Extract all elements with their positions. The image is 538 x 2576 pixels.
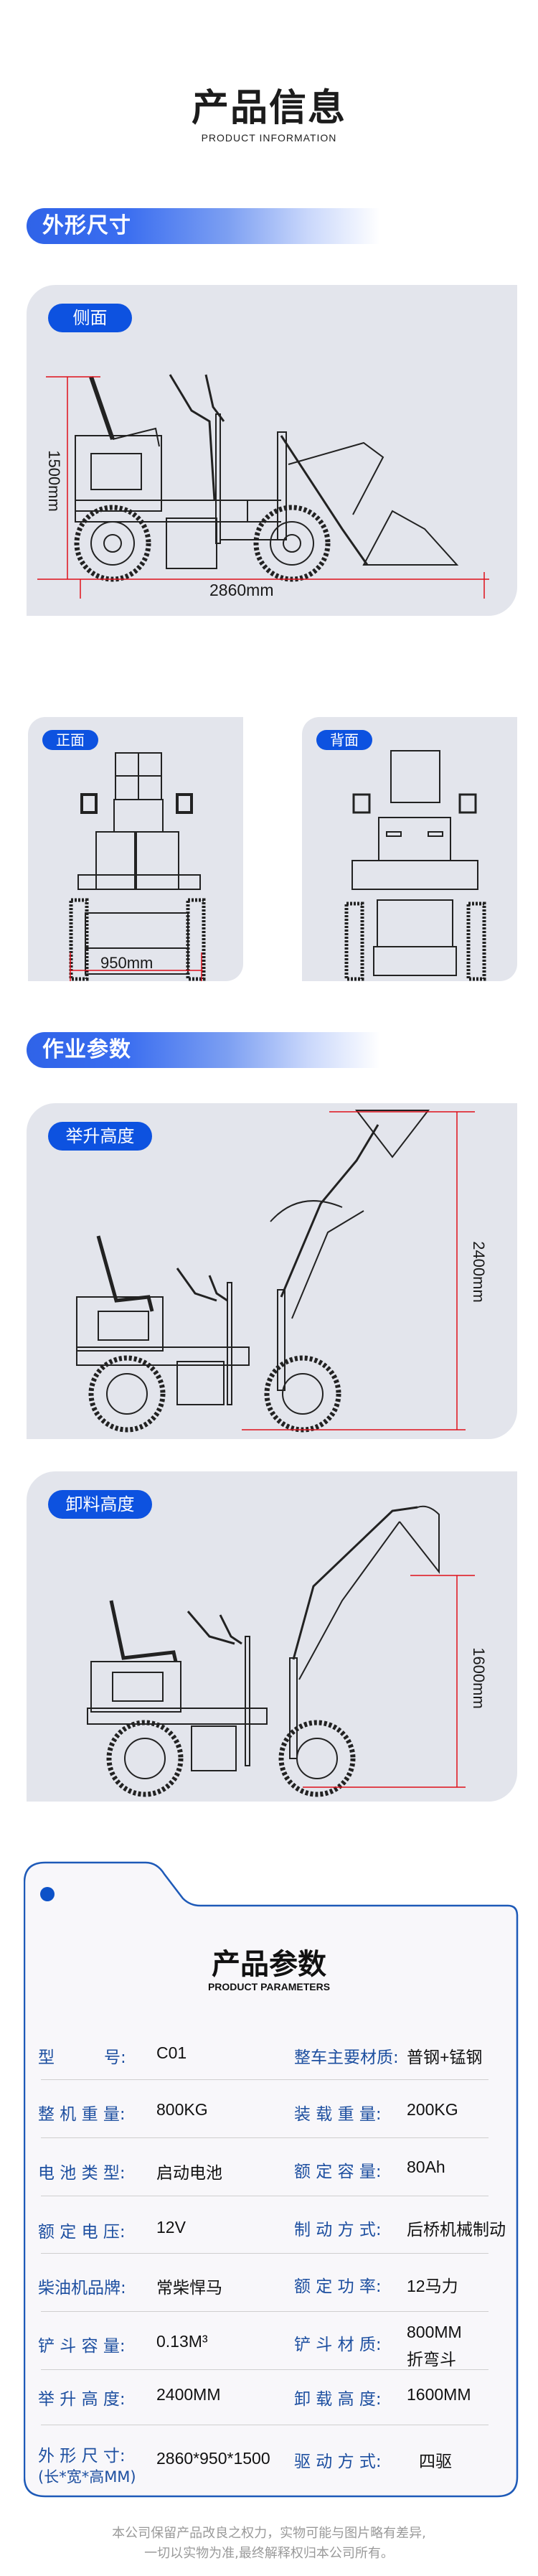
front-view-badge: 正面 xyxy=(42,730,98,750)
param-value-material: 普钢+锰钢 xyxy=(407,2048,483,2066)
back-view-badge: 背面 xyxy=(316,730,372,750)
loader-back-illustration xyxy=(344,750,486,981)
loader-lift-illustration xyxy=(76,1110,475,1433)
back-view-card: 背面 xyxy=(302,717,517,981)
page-subtitle: PRODUCT INFORMATION xyxy=(201,132,337,144)
param-label-bucket-material: 铲 斗 材 质: xyxy=(294,2336,382,2354)
section-header-dimensions: 外形尺寸 xyxy=(27,208,428,244)
parameters-subtitle: PRODUCT PARAMETERS xyxy=(207,1981,331,1992)
section-title: 作业参数 xyxy=(42,1037,131,1062)
param-label-dimensions-unit: (长*宽*高MM) xyxy=(38,2468,136,2486)
section-title: 外形尺寸 xyxy=(42,213,131,238)
row-divider xyxy=(41,2253,489,2254)
param-label-capacity: 额 定 容 量: xyxy=(294,2163,382,2181)
param-label-material: 整车主要材质: xyxy=(294,2048,399,2067)
param-label-brake: 制 动 方 式: xyxy=(294,2221,382,2239)
param-value-model: C01 xyxy=(156,2043,187,2062)
param-label-weight: 整 机 重 量: xyxy=(38,2105,126,2124)
param-label-engine: 柴油机品牌: xyxy=(38,2279,126,2298)
param-value-dimensions: 2860*950*1500 xyxy=(156,2449,270,2468)
param-label-voltage: 额 定 电 压: xyxy=(38,2223,126,2242)
param-label-model: 型 号: xyxy=(38,2048,126,2067)
disclaimer-line-1: 本公司保留产品改良之权力，实物可能与图片略有差异, xyxy=(112,2526,426,2541)
row-divider xyxy=(41,2311,489,2312)
param-label-power: 额 定 功 率: xyxy=(294,2277,382,2296)
height-dimension-label: 1500mm xyxy=(45,450,63,512)
side-view-badge: 侧面 xyxy=(48,304,132,332)
width-dimension-label: 950mm xyxy=(100,954,154,972)
length-dimension-label: 2860mm xyxy=(209,581,274,599)
loader-front-illustration xyxy=(69,752,206,981)
side-view-card: 侧面 xyxy=(27,285,517,616)
disclaimer-line-2: 一切以实物为准,最终解释权归本公司所有。 xyxy=(144,2546,394,2561)
parameters-card xyxy=(24,1861,519,2498)
lift-height-label: 2400mm xyxy=(470,1241,488,1303)
front-view-card: 正面 950mm xyxy=(28,717,243,981)
param-label-lift-height: 举 升 高 度: xyxy=(38,2390,126,2409)
param-label-dump-height: 卸 载 高 度: xyxy=(294,2390,382,2409)
loader-dump-illustration xyxy=(87,1505,475,1797)
param-value-weight: 800KG xyxy=(156,2100,208,2119)
param-label-drive: 驱 动 方 式: xyxy=(294,2453,382,2471)
parameters-title: 产品参数 xyxy=(212,1948,326,1981)
param-value-power: 12马力 xyxy=(407,2277,458,2295)
param-value-dump-height: 1600MM xyxy=(407,2385,471,2404)
param-value-bucket-material-line2: 折弯斗 xyxy=(407,2350,456,2369)
param-label-dimensions: 外 形 尺 寸: xyxy=(38,2447,126,2465)
page-title: 产品信息 xyxy=(191,87,346,130)
decorative-dot xyxy=(40,1887,55,1901)
param-value-capacity: 80Ah xyxy=(407,2158,445,2176)
parameters-card-frame xyxy=(24,1861,519,2498)
row-divider xyxy=(41,2137,489,2138)
param-value-load: 200KG xyxy=(407,2100,458,2119)
dump-height-badge: 卸料高度 xyxy=(48,1490,152,1519)
dump-height-label: 1600mm xyxy=(470,1647,488,1709)
param-value-brake: 后桥机械制动 xyxy=(407,2220,506,2239)
row-divider xyxy=(41,2369,489,2370)
param-value-bucket-capacity: 0.13M³ xyxy=(156,2332,208,2351)
param-value-lift-height: 2400MM xyxy=(156,2385,221,2404)
lift-height-badge: 举升高度 xyxy=(48,1122,152,1151)
param-value-voltage: 12V xyxy=(156,2218,186,2237)
param-value-battery: 启动电池 xyxy=(156,2163,222,2182)
param-label-battery: 电 池 类 型: xyxy=(38,2164,126,2183)
param-value-drive: 四驱 xyxy=(419,2452,452,2470)
param-value-bucket-material: 800MM xyxy=(407,2323,462,2341)
section-header-operation: 作业参数 xyxy=(27,1032,428,1068)
param-label-load: 装 载 重 量: xyxy=(294,2105,382,2124)
dump-height-card: 卸料高度 1600mm xyxy=(27,1471,517,1802)
param-label-bucket-capacity: 铲 斗 容 量: xyxy=(38,2337,126,2356)
lift-height-card: 举升高度 2400mm xyxy=(27,1103,517,1439)
dimension-lines xyxy=(37,376,489,599)
loader-side-illustration xyxy=(37,374,489,599)
row-divider xyxy=(41,2079,489,2080)
param-value-engine: 常柴悍马 xyxy=(156,2278,222,2297)
